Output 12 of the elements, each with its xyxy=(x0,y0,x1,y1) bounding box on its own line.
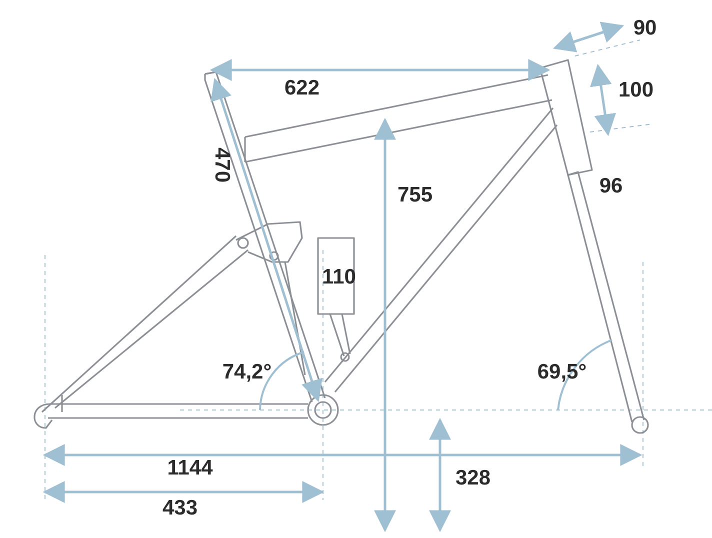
dimension-value: 90 xyxy=(633,18,657,38)
dimension-value: 470 xyxy=(212,147,232,183)
dimension-value: 100 xyxy=(618,80,654,100)
dimension-value: 96 xyxy=(599,176,623,196)
dimension-value: 74,2° xyxy=(222,362,272,382)
dimension-value: 328 xyxy=(455,468,491,488)
dimension-value: 1144 xyxy=(167,458,213,478)
dimension-value: 622 xyxy=(284,78,320,98)
dimension-value: 755 xyxy=(397,184,433,206)
dimension-value: 69,5° xyxy=(537,362,587,382)
dimension-value: 433 xyxy=(162,498,198,518)
dimension-value: 110 xyxy=(322,266,356,288)
